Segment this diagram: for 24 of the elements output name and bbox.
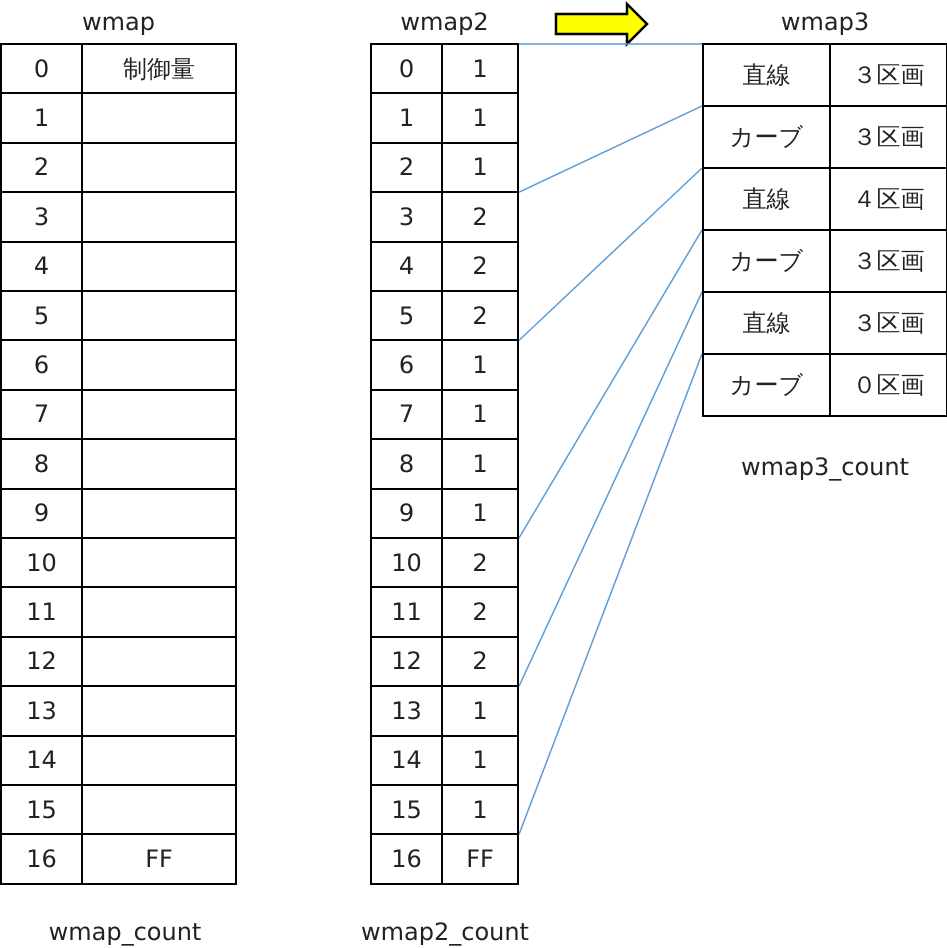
connector-line (518, 105, 702, 193)
table-cell: 0 (370, 43, 443, 94)
table-title: wmap (81, 8, 156, 36)
connector-line (518, 167, 703, 341)
table-cell: 0 (0, 43, 83, 94)
table-caption: wmap_count (48, 918, 202, 946)
table-cell: 16 (0, 833, 83, 885)
table-cell: ０区画 (829, 353, 947, 417)
table-title: wmap3 (780, 8, 870, 36)
table-cell: カーブ (702, 353, 831, 417)
table-cell: FF (81, 833, 237, 885)
connector-line (518, 354, 703, 835)
table-title: wmap2 (399, 8, 490, 36)
table-cell: 16 (370, 833, 443, 885)
connector-line (518, 230, 703, 538)
table-cell: ３区画 (829, 43, 947, 107)
connector-line (519, 43, 702, 45)
table-caption: wmap3_count (741, 453, 909, 481)
table-cell: 制御量 (81, 43, 237, 94)
table-cell: FF (441, 833, 519, 885)
table-caption: wmap2_count (361, 918, 529, 946)
connector-line (518, 292, 703, 686)
table-cell: 1 (441, 43, 519, 94)
table-cell: 直線 (702, 43, 831, 107)
